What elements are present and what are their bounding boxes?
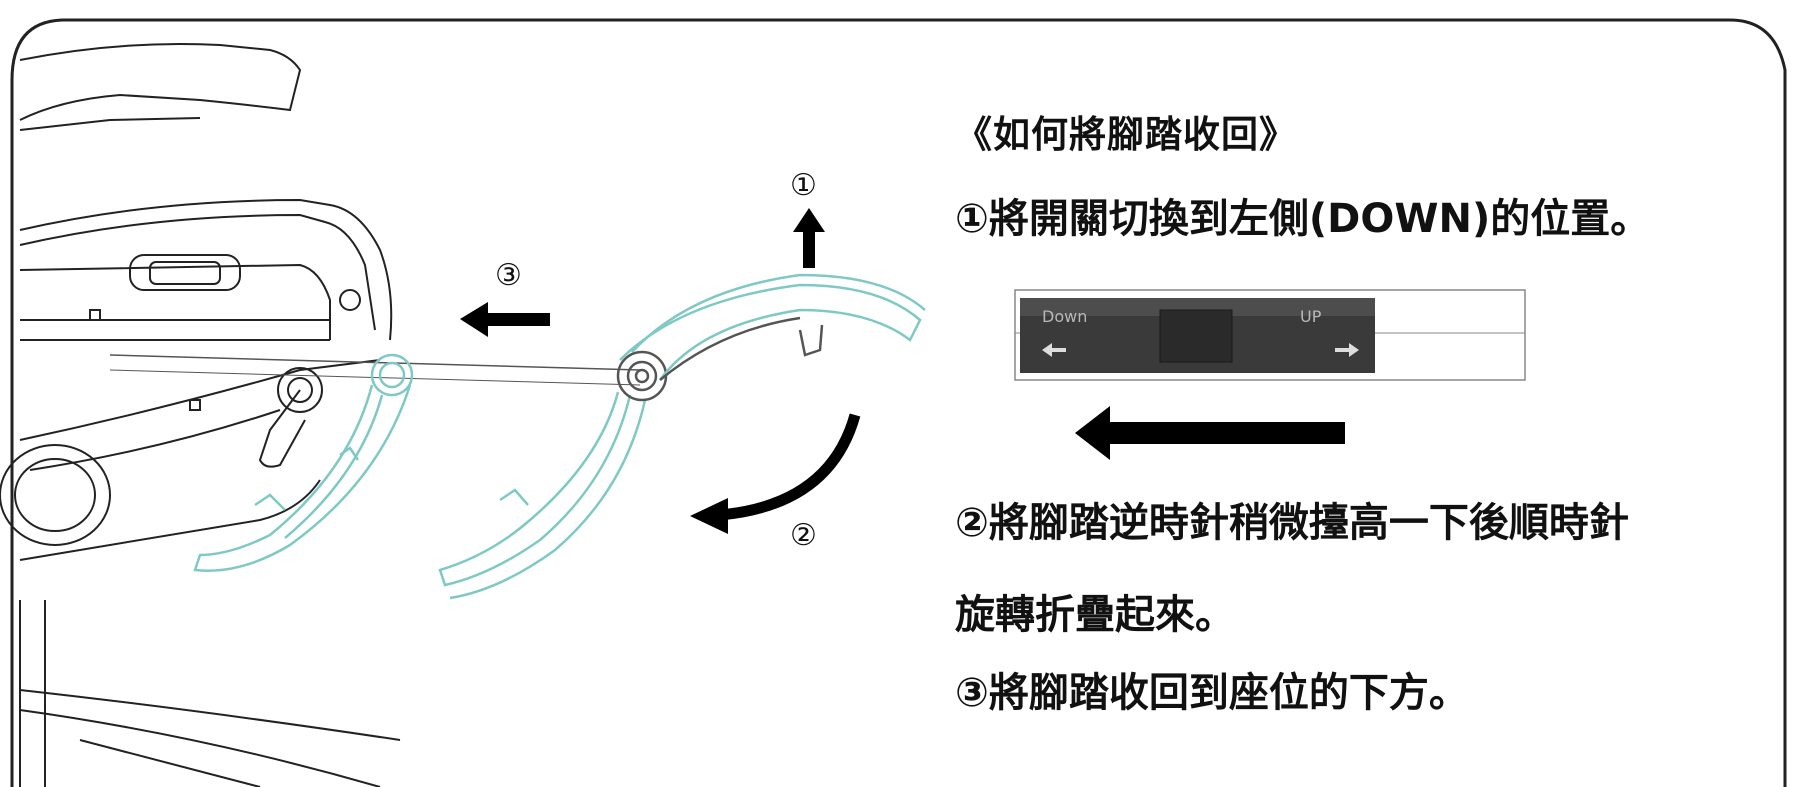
step-3-text: ③將腳踏收回到座位的下方。 (955, 670, 1469, 716)
curved-arrow-icon (690, 413, 861, 534)
footrest-raised (616, 273, 926, 402)
switch-up-label: UP (1300, 307, 1322, 326)
instructions-heading: 《如何將腳踏收回》 (955, 113, 1297, 156)
step-2-text-line-2: 旋轉折疊起來。 (955, 592, 1235, 638)
arrow-left-icon (460, 302, 550, 337)
footrest-folded (193, 353, 414, 572)
switch-left-arrow-icon (1042, 343, 1066, 357)
switch-down-label: Down (1042, 307, 1087, 326)
arrow-up-icon (793, 208, 825, 268)
callout-two: ② (790, 518, 817, 553)
callout-one: ① (790, 168, 817, 203)
arrow-left-icon (1075, 406, 1345, 460)
callout-three: ③ (495, 258, 522, 293)
step-2-text-line-1: ②將腳踏逆時針稍微擡高一下後順時針 (955, 500, 1629, 546)
switch-right-arrow-icon (1335, 343, 1359, 357)
chair-illustration (0, 43, 401, 787)
footrest-middle (438, 391, 647, 600)
frame-border (10, 18, 1787, 787)
switch-panel: Down UP (1014, 289, 1526, 381)
step-1-text: ①將開關切換到左側(DOWN)的位置。 (955, 196, 1651, 242)
